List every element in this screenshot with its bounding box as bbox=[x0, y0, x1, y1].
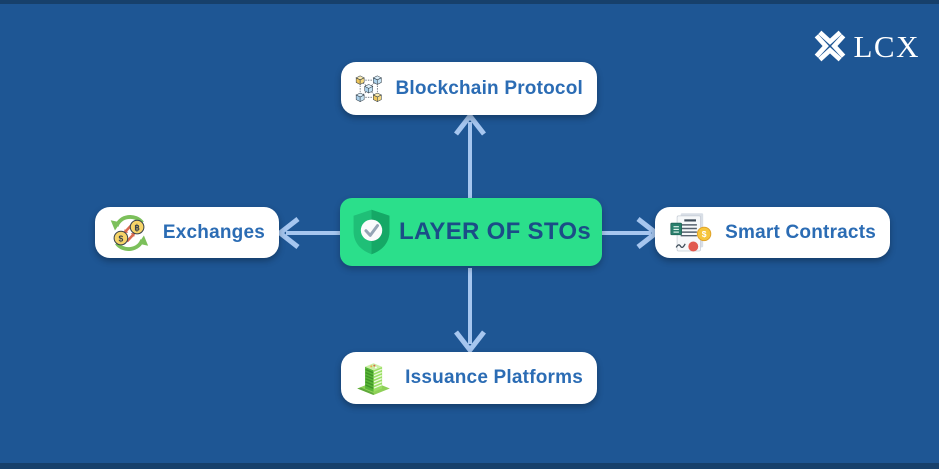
arrow-down-icon bbox=[454, 268, 486, 354]
node-blockchain-protocol: Blockchain Protocol bbox=[341, 62, 597, 115]
svg-text:$: $ bbox=[702, 229, 707, 239]
issuance-platform-icon bbox=[357, 363, 390, 396]
node-label: Issuance Platforms bbox=[405, 367, 583, 388]
top-edge-strip bbox=[0, 0, 939, 4]
arrow-up-icon bbox=[454, 112, 486, 198]
node-label: Blockchain Protocol bbox=[395, 77, 583, 99]
lcx-logo: LCX bbox=[813, 29, 921, 63]
blockchain-icon bbox=[355, 75, 382, 102]
svg-text:฿: ฿ bbox=[134, 222, 140, 232]
arrow-right-icon bbox=[599, 217, 659, 249]
center-node: LAYER OF STOs bbox=[340, 198, 602, 266]
center-node-label: LAYER OF STOs bbox=[399, 218, 591, 245]
lcx-logo-text: LCX bbox=[853, 28, 920, 64]
bottom-edge-strip bbox=[0, 463, 939, 469]
node-exchanges: ฿ $ Exchanges bbox=[95, 207, 279, 258]
arrow-left-icon bbox=[276, 217, 340, 249]
node-label: Smart Contracts bbox=[725, 221, 876, 243]
lcx-logo-icon bbox=[814, 30, 845, 62]
node-smart-contracts: $ Smart Contracts bbox=[655, 207, 890, 258]
svg-text:$: $ bbox=[119, 233, 124, 243]
node-issuance-platforms: Issuance Platforms bbox=[341, 352, 597, 404]
shield-check-icon bbox=[353, 209, 390, 255]
currency-exchange-icon: ฿ $ bbox=[110, 214, 149, 251]
node-label: Exchanges bbox=[162, 221, 265, 243]
smart-contract-icon: $ bbox=[670, 212, 712, 251]
